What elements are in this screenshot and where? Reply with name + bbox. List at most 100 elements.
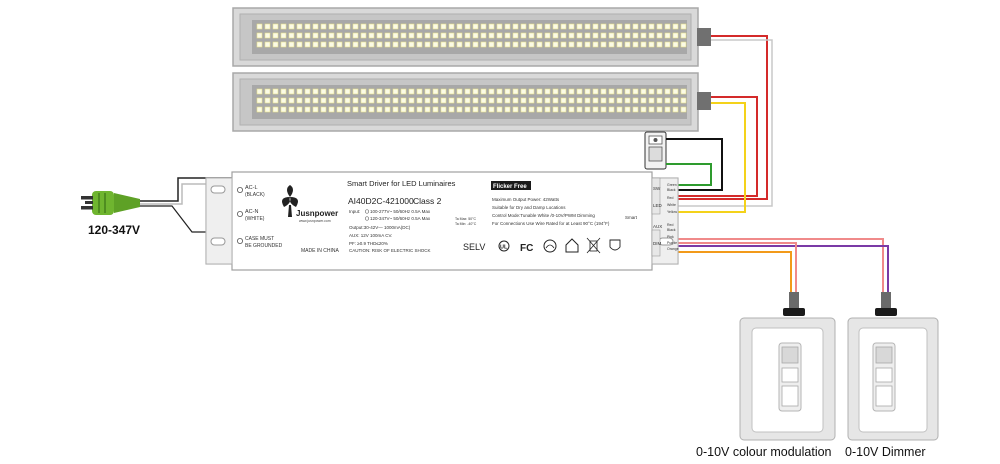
sw-group-label: SW — [653, 186, 661, 191]
svg-text:UL: UL — [500, 245, 508, 251]
led-chip — [480, 97, 487, 104]
selv-mark: SELV — [463, 242, 485, 252]
led-chip — [448, 32, 455, 39]
driver-class: Class 2 — [413, 196, 442, 206]
led-chip — [256, 23, 263, 30]
dimmer-label-dimmer: 0-10V Dimmer — [845, 445, 926, 459]
led-chip — [256, 41, 263, 48]
led-chip — [456, 106, 463, 113]
led-chip — [544, 88, 551, 95]
led-chip — [640, 41, 647, 48]
led-chip — [552, 41, 559, 48]
led-chip — [520, 32, 527, 39]
led-chip — [488, 32, 495, 39]
led-chip — [408, 23, 415, 30]
led-chip — [368, 106, 375, 113]
led-chip — [528, 41, 535, 48]
wall-switch-small — [644, 131, 667, 170]
led-chip — [304, 23, 311, 30]
switch-wires — [658, 138, 723, 191]
input-line-2: 120-347V~ 50/60Hz 0.5A Max — [370, 216, 431, 221]
led-chip — [368, 32, 375, 39]
led-chip — [360, 41, 367, 48]
led-bar-bottom — [232, 72, 711, 132]
led-chip — [464, 106, 471, 113]
led-chip — [552, 97, 559, 104]
led-chip — [264, 32, 271, 39]
led-chip — [664, 88, 671, 95]
led-chip — [592, 88, 599, 95]
led-chip — [672, 106, 679, 113]
led-chip — [416, 106, 423, 113]
led-chip — [320, 97, 327, 104]
led-chip — [528, 97, 535, 104]
led-chip — [464, 41, 471, 48]
led-chip — [680, 32, 687, 39]
led-chip — [472, 88, 479, 95]
led-chip — [680, 88, 687, 95]
led-chip — [488, 106, 495, 113]
led-chip — [384, 41, 391, 48]
led-chip — [592, 106, 599, 113]
led-chip — [552, 23, 559, 30]
led-chip — [360, 32, 367, 39]
led-chip — [512, 106, 519, 113]
led-chip — [608, 88, 615, 95]
led-chip — [376, 23, 383, 30]
led-chip — [592, 41, 599, 48]
led-chip — [328, 41, 335, 48]
spec-line-3: Control Mode:Tunable White /0-10V/PWM Di… — [492, 213, 595, 218]
led-chip — [616, 41, 623, 48]
led-chip — [304, 106, 311, 113]
smart-label: Smart — [625, 215, 638, 220]
bar-connector — [697, 92, 711, 110]
led-chip — [400, 32, 407, 39]
led-chip — [520, 97, 527, 104]
led-chip — [600, 88, 607, 95]
led-chip — [392, 88, 399, 95]
led-chip — [296, 41, 303, 48]
made-in-label: MADE IN CHINA — [301, 248, 339, 254]
led-chip — [504, 41, 511, 48]
led-chip — [352, 32, 359, 39]
led-chip — [448, 97, 455, 104]
led-chip — [416, 97, 423, 104]
led-chip — [344, 88, 351, 95]
led-chip — [608, 41, 615, 48]
led-chip — [280, 106, 287, 113]
led-chip — [648, 106, 655, 113]
led-chip — [440, 23, 447, 30]
led-chip — [480, 32, 487, 39]
led-chip — [608, 32, 615, 39]
right-terminal-block: SW Green Black LED Red White Yellow Smar… — [625, 177, 679, 257]
led-chip — [568, 23, 575, 30]
led-chip — [488, 97, 495, 104]
led-chip — [320, 88, 327, 95]
led-chip — [312, 23, 319, 30]
led-chip — [424, 32, 431, 39]
led-chip — [432, 106, 439, 113]
led-chip — [624, 106, 631, 113]
led-chip — [464, 88, 471, 95]
led-chip — [368, 23, 375, 30]
led-chip — [512, 41, 519, 48]
led-chip — [616, 23, 623, 30]
led-chip — [296, 88, 303, 95]
led-chip — [400, 88, 407, 95]
led-chip — [344, 32, 351, 39]
caution-label: CAUTION: RISK OF ELECTRIC SHOCK — [349, 248, 431, 253]
led-chip — [664, 97, 671, 104]
led-chip — [568, 41, 575, 48]
led-chip — [584, 41, 591, 48]
led-chip — [512, 97, 519, 104]
led-chip — [376, 106, 383, 113]
power-input: 120-347V — [81, 177, 240, 237]
led-chip — [400, 106, 407, 113]
dim-wires — [658, 238, 889, 292]
led-chip — [352, 106, 359, 113]
led-chip — [672, 88, 679, 95]
led-chip — [624, 32, 631, 39]
fcc-mark: FC — [520, 243, 533, 254]
led-chip — [504, 23, 511, 30]
led-chip — [576, 32, 583, 39]
